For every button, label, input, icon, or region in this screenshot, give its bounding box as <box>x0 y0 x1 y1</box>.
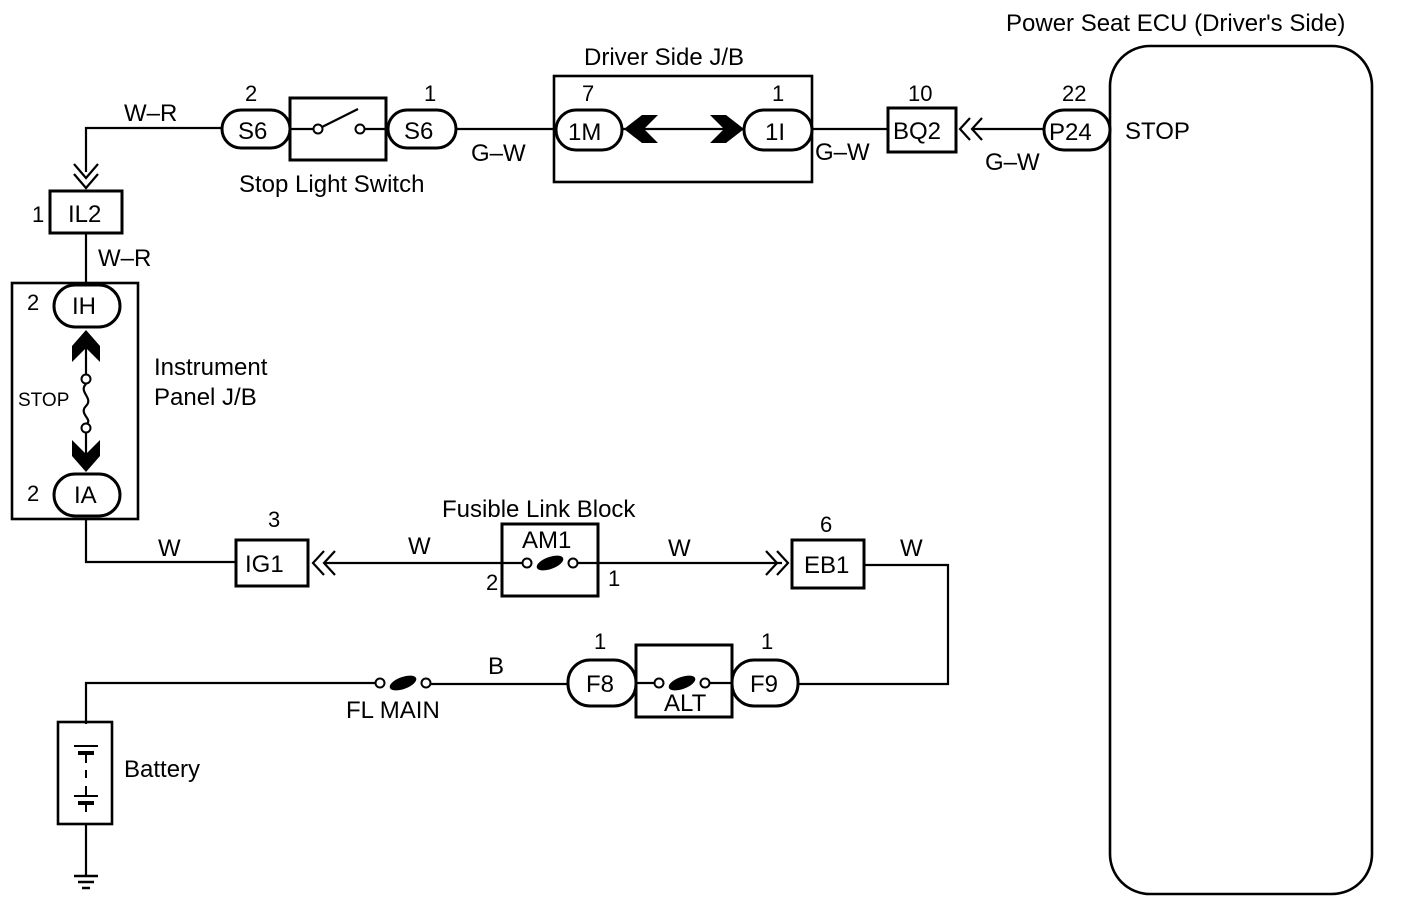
connector-il2-id: IL2 <box>68 201 101 228</box>
fusible-link-alt-icon <box>668 675 696 691</box>
fuse-stop-icon <box>82 383 90 425</box>
pin-bq2: 10 <box>908 81 932 106</box>
connector-ih <box>52 283 122 329</box>
switch-contact-right <box>354 123 366 135</box>
jb-arrow-right <box>710 115 744 143</box>
connector-arrow-il2 <box>73 163 99 190</box>
connector-ia <box>52 472 122 518</box>
pin-1m: 7 <box>582 81 594 106</box>
driver-side-jb-label: Driver Side J/B <box>584 44 744 71</box>
instrument-panel-jb-label-2: Panel J/B <box>154 384 257 411</box>
connector-1m-id: 1M <box>568 119 601 146</box>
jb-arrow-left <box>624 115 658 143</box>
pin-p24: 22 <box>1062 81 1086 106</box>
pin-il2: 1 <box>32 202 44 227</box>
wire-w-eb1-out <box>798 563 950 686</box>
wire-battery <box>84 681 375 724</box>
wire-label-w-am1-eb1: W <box>668 535 691 562</box>
connector-bq2 <box>886 106 958 154</box>
switch-contact-left <box>312 123 324 135</box>
instrument-panel-jb <box>10 281 140 521</box>
fusible-link-pin-right: 1 <box>608 566 620 591</box>
fusible-link-am1-icon <box>536 555 564 571</box>
pin-s6-left: 2 <box>245 81 257 106</box>
wire-label-gw-s6-1m: G–W <box>471 140 526 167</box>
fusible-link-pin-left: 2 <box>486 570 498 595</box>
pin-ia: 2 <box>27 481 39 506</box>
connector-f8-id: F8 <box>586 671 614 698</box>
wire-label-gw-1i-bq2: G–W <box>815 139 870 166</box>
jb-arrow-up <box>72 330 100 362</box>
connector-ig1-id: IG1 <box>245 551 284 578</box>
pin-ih: 2 <box>27 290 39 315</box>
connector-il2 <box>48 189 124 235</box>
connector-eb1-id: EB1 <box>804 552 849 579</box>
connector-f9-id: F9 <box>750 671 778 698</box>
instrument-panel-jb-label-1: Instrument <box>154 354 268 381</box>
switch-blade <box>321 108 359 128</box>
ground-icon <box>74 874 98 890</box>
connector-ih-id: IH <box>72 293 96 320</box>
pin-f9: 1 <box>761 629 773 654</box>
pin-f8: 1 <box>594 629 606 654</box>
wire-w-ia-ig1 <box>84 519 236 564</box>
wire-label-gw-bq2-p24: G–W <box>985 149 1040 176</box>
stop-light-switch-label: Stop Light Switch <box>239 171 424 198</box>
ecu-terminal-stop: STOP <box>1125 118 1190 145</box>
connector-ig1 <box>234 538 310 588</box>
wire-label-w-ig1-am1: W <box>408 533 431 560</box>
power-seat-ecu-box <box>1108 44 1374 896</box>
pin-ig1: 3 <box>268 507 280 532</box>
fl-main-fuse-icon <box>389 675 417 691</box>
pin-eb1: 6 <box>820 512 832 537</box>
wire-label-wr-il2: W–R <box>98 245 151 272</box>
wire-label-b: B <box>488 653 504 680</box>
jb-arrow-down <box>72 440 100 472</box>
connector-ia-id: IA <box>74 482 97 509</box>
pin-1i: 1 <box>772 81 784 106</box>
connector-p24 <box>1042 108 1112 152</box>
fusible-link-block <box>500 522 600 598</box>
battery-label: Battery <box>124 756 200 783</box>
fuse-stop-label: STOP <box>18 390 69 411</box>
fusible-link-block-label: Fusible Link Block <box>442 496 636 523</box>
connector-arrow-eb1 <box>765 550 790 576</box>
pin-s6-right: 1 <box>424 81 436 106</box>
connector-s6-right-id: S6 <box>404 118 433 145</box>
wire-wr-top <box>84 126 222 172</box>
wire-label-wr-top: W–R <box>124 100 177 127</box>
wire-label-w-eb1-out: W <box>900 535 923 562</box>
connector-s6-left-id: S6 <box>238 118 267 145</box>
fl-main-label: FL MAIN <box>346 697 440 724</box>
connector-1i-id: 1I <box>765 119 785 146</box>
ecu-title: Power Seat ECU (Driver's Side) <box>1006 10 1345 37</box>
connector-p24-id: P24 <box>1049 119 1092 146</box>
wire-label-w-ia-ig1: W <box>158 535 181 562</box>
connector-bq2-id: BQ2 <box>893 118 941 145</box>
fuse-am1-label: AM1 <box>522 527 571 554</box>
alt-fuse-label: ALT <box>664 690 707 717</box>
